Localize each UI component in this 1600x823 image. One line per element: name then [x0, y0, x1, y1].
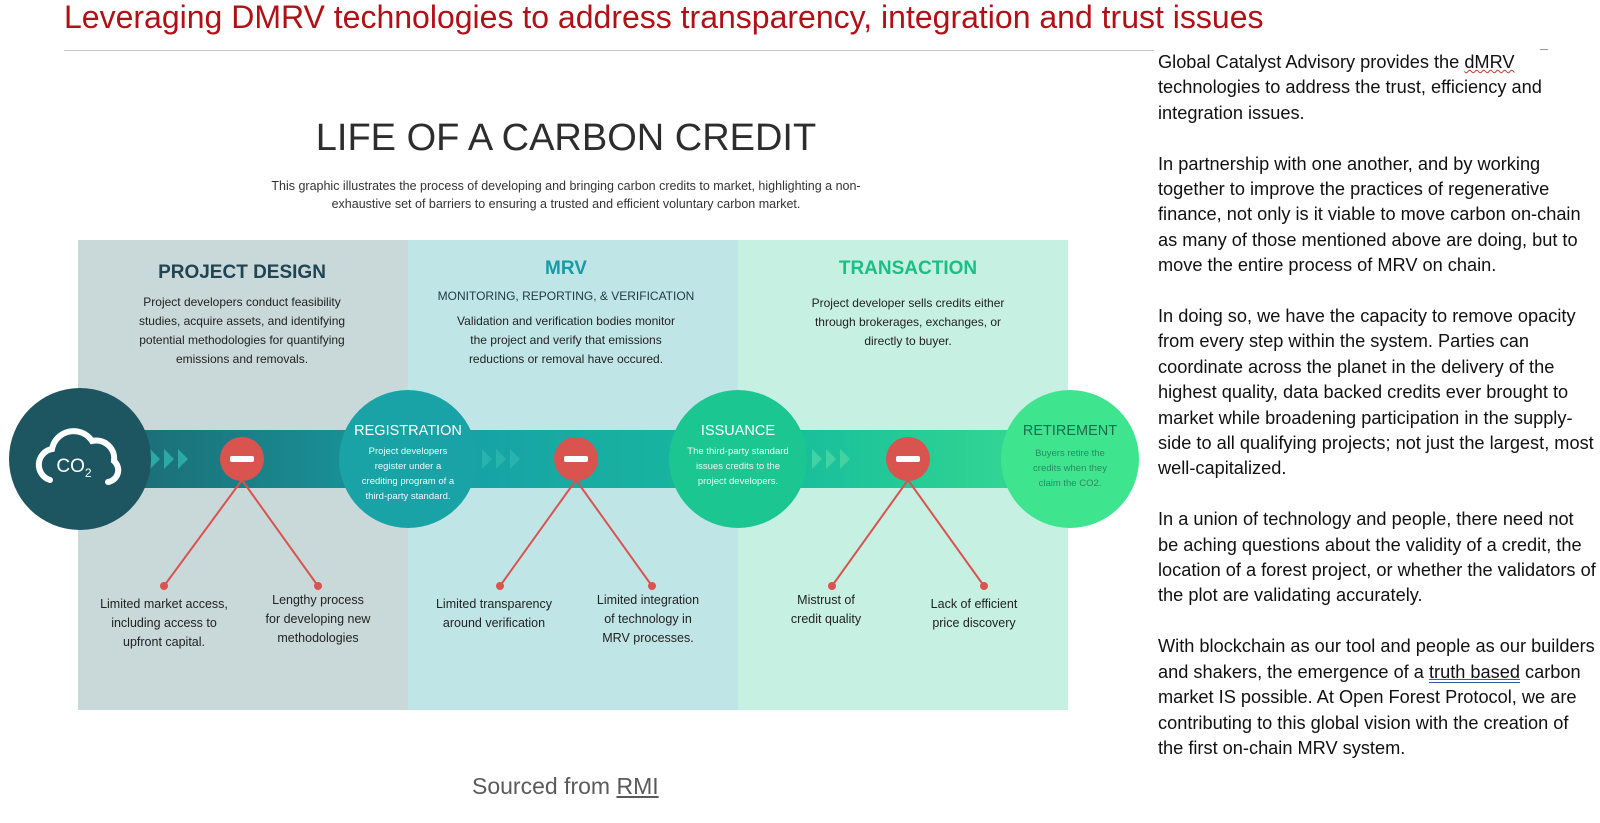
side-paragraph-4: In a union of technology and people, the… — [1158, 509, 1596, 606]
barrier-label: credit quality — [791, 612, 862, 626]
co2-label: CO2 — [56, 456, 92, 480]
milestone-desc-line: third-party standard. — [365, 491, 450, 502]
milestone-desc-line: Project developers — [369, 446, 448, 457]
phase-desc-line: Validation and verification bodies monit… — [457, 314, 675, 328]
text-run: Global Catalyst Advisory provides the — [1158, 52, 1465, 72]
barrier-connector — [831, 479, 909, 587]
chevron-icon — [178, 449, 188, 469]
phase-desc-line: the project and verify that emissions — [470, 333, 661, 347]
connector-dot — [160, 582, 168, 590]
connector-dot — [648, 582, 656, 590]
milestone-desc-line: credits when they — [1033, 463, 1107, 474]
phase-subheading-mrv: MONITORING, REPORTING, & VERIFICATION — [438, 289, 695, 303]
phase-heading-project-design: PROJECT DESIGN — [158, 262, 326, 283]
infographic-title: LIFE OF A CARBON CREDIT — [316, 117, 816, 159]
barrier-label: for developing new — [266, 612, 372, 626]
side-paragraph-5: With blockchain as our tool and people a… — [1158, 634, 1598, 761]
minus-circle-icon — [554, 437, 598, 481]
chevron-icon — [482, 449, 492, 469]
barrier-label: MRV processes. — [602, 631, 693, 645]
barrier-label: Limited transparency — [436, 597, 553, 611]
chevron-icon — [496, 449, 506, 469]
carbon-credit-infographic: LIFE OF A CARBON CREDIT This graphic ill… — [0, 78, 1160, 823]
milestone-title-registration: REGISTRATION — [354, 423, 462, 439]
milestone-circle-registration — [339, 390, 477, 528]
phase-heading-mrv: MRV — [545, 258, 587, 279]
chevron-icon — [510, 449, 520, 469]
barrier-connector — [907, 479, 985, 587]
text-run: carbon market IS possible. At Open Fores… — [1158, 661, 1581, 758]
barrier-label: upfront capital. — [123, 635, 205, 649]
milestone-desc-line: The third-party standard — [687, 446, 788, 457]
side-paragraph-1: Global Catalyst Advisory provides the dM… — [1158, 50, 1598, 126]
milestone-desc-line: issues credits to the — [696, 461, 780, 472]
barrier-label: Limited market access, — [100, 597, 228, 611]
milestone-desc-line: claim the CO2. — [1039, 478, 1102, 489]
phase-heading-transaction: TRANSACTION — [839, 258, 977, 279]
chevron-icon — [840, 449, 850, 469]
chevron-icon — [826, 449, 836, 469]
spellcheck-flag: dMRV — [1464, 52, 1515, 72]
barrier-label: Lack of efficient — [931, 597, 1018, 611]
chevron-icon — [150, 449, 160, 469]
grammar-flag: truth based — [1428, 661, 1520, 682]
connector-dot — [828, 582, 836, 590]
milestone-desc-line: Buyers retire the — [1035, 448, 1105, 459]
infographic-svg: LIFE OF A CARBON CREDIT This graphic ill… — [9, 117, 1139, 710]
milestone-desc-line: project developers. — [698, 476, 778, 487]
source-prefix: Sourced from — [472, 773, 617, 799]
co2-cloud-icon — [35, 428, 122, 485]
minus-circle-icon — [886, 437, 930, 481]
barrier-label: including access to — [111, 616, 217, 630]
phase-desc-line: Project developer sells credits either — [812, 296, 1005, 310]
milestone-desc-line: register under a — [375, 461, 442, 472]
milestone-circle-retirement — [1001, 390, 1139, 528]
connector-dot — [314, 582, 322, 590]
side-paragraph-3: In doing so, we have the capacity to rem… — [1158, 306, 1594, 479]
barrier-label: of technology in — [604, 612, 692, 626]
barrier-connector — [499, 479, 577, 587]
milestone-circle-issuance — [669, 390, 807, 528]
process-band — [110, 430, 1110, 488]
barrier-label: price discovery — [932, 616, 1016, 630]
phase-desc-line: directly to buyer. — [864, 334, 951, 348]
phase-desc-line: studies, acquire assets, and identifying — [139, 314, 345, 328]
milestone-title-retirement: RETIREMENT — [1023, 423, 1117, 439]
chevron-icon — [164, 449, 174, 469]
barrier-label: Limited integration — [597, 593, 699, 607]
phase-desc-line: reductions or removal have occured. — [469, 352, 663, 366]
side-text-panel: Global Catalyst Advisory provides the dM… — [1158, 50, 1598, 787]
source-caption: Sourced from RMI — [472, 773, 659, 800]
barrier-label: Lengthy process — [272, 593, 364, 607]
phase-desc-line: emissions and removals. — [176, 352, 308, 366]
phase-desc-line: through brokerages, exchanges, or — [815, 315, 1001, 329]
barrier-label: methodologies — [277, 631, 358, 645]
divider-tick — [1540, 49, 1548, 50]
phase-desc-line: potential methodologies for quantifying — [139, 333, 344, 347]
barrier-label: Mistrust of — [797, 593, 855, 607]
infographic-subtitle-line1: This graphic illustrates the process of … — [271, 179, 860, 193]
co2-start-circle — [9, 388, 151, 530]
minus-circle-icon — [220, 437, 264, 481]
milestone-desc-line: crediting program of a — [362, 476, 455, 487]
barrier-connector — [163, 479, 243, 587]
connector-dot — [980, 582, 988, 590]
title-divider — [64, 50, 1154, 51]
barrier-connector — [241, 479, 319, 587]
connector-dot — [496, 582, 504, 590]
barrier-label: around verification — [443, 616, 545, 630]
source-link-rmi[interactable]: RMI — [616, 773, 659, 799]
barrier-connector — [575, 479, 653, 587]
phase-desc-line: Project developers conduct feasibility — [143, 295, 340, 309]
side-paragraph-2: In partnership with one another, and by … — [1158, 153, 1581, 276]
infographic-subtitle-line2: exhaustive set of barriers to ensuring a… — [332, 197, 801, 211]
chevron-icon — [812, 449, 822, 469]
slide-title: Leveraging DMRV technologies to address … — [64, 0, 1264, 35]
milestone-title-issuance: ISSUANCE — [701, 423, 775, 439]
text-run: With blockchain as our tool and people a… — [1158, 636, 1595, 682]
text-run: technologies to address the trust, effic… — [1158, 77, 1542, 123]
